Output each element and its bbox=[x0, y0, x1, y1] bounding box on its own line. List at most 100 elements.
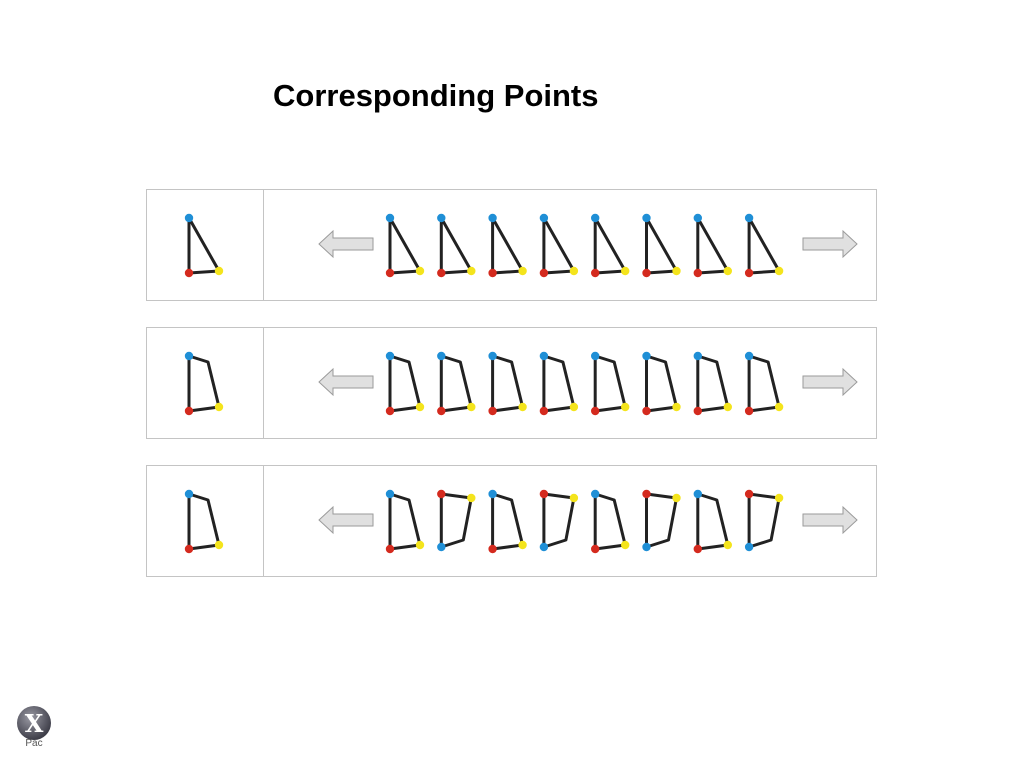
second-point-dot bbox=[744, 406, 754, 416]
sequence-figure-6 bbox=[642, 489, 681, 552]
quad-outline bbox=[593, 492, 627, 551]
first-point-dot bbox=[385, 489, 395, 499]
second-point-dot bbox=[693, 544, 702, 554]
second-point-dot bbox=[642, 489, 651, 499]
second-point-dot bbox=[437, 406, 446, 416]
third-point-dot bbox=[723, 402, 732, 412]
triangle-outline bbox=[696, 216, 730, 275]
second-point-dot bbox=[539, 406, 549, 416]
quad-outline bbox=[645, 492, 678, 549]
page-title: Corresponding Points bbox=[273, 78, 599, 113]
first-point-dot bbox=[385, 351, 395, 361]
first-point-dot bbox=[437, 213, 446, 223]
third-point-dot bbox=[723, 266, 732, 276]
first-point-dot bbox=[488, 351, 497, 361]
triangle-outline bbox=[187, 216, 221, 275]
panel-divider bbox=[263, 190, 264, 300]
sequence-figure-3 bbox=[488, 489, 527, 554]
quad-outline bbox=[747, 354, 781, 413]
second-point-dot bbox=[437, 268, 446, 278]
panel-divider bbox=[263, 466, 264, 576]
second-point-dot bbox=[488, 268, 497, 278]
triangle-outline bbox=[593, 216, 627, 275]
first-point-dot bbox=[184, 213, 194, 223]
third-point-dot bbox=[467, 493, 476, 503]
third-point-dot bbox=[569, 402, 579, 412]
quad-outline bbox=[187, 354, 221, 413]
second-point-dot bbox=[437, 489, 446, 499]
sequence-figure-1 bbox=[385, 213, 425, 278]
second-point-dot bbox=[184, 406, 194, 416]
triangle-outline bbox=[542, 216, 576, 275]
third-point-dot bbox=[774, 493, 784, 503]
arrow-left-icon bbox=[318, 505, 374, 535]
sequence-figure-8 bbox=[744, 213, 784, 278]
first-point-dot bbox=[539, 351, 549, 361]
reference-figure-0 bbox=[184, 213, 224, 278]
quad-outline bbox=[593, 354, 627, 413]
triangle-outline bbox=[645, 216, 678, 275]
second-point-dot bbox=[744, 268, 754, 278]
first-point-dot bbox=[642, 213, 651, 223]
second-point-dot bbox=[184, 544, 194, 554]
first-point-dot bbox=[539, 542, 549, 552]
quad-outline bbox=[491, 492, 525, 551]
quad-outline bbox=[388, 354, 422, 413]
panel-quad-row bbox=[146, 327, 877, 439]
quad-outline bbox=[439, 492, 473, 549]
first-point-dot bbox=[744, 213, 754, 223]
third-point-dot bbox=[415, 540, 425, 550]
sequence-figure-5 bbox=[591, 351, 630, 416]
logo-label: Pac bbox=[25, 738, 43, 749]
sequence-figure-5 bbox=[591, 489, 630, 554]
quad-outline bbox=[187, 492, 221, 551]
arrow-left-icon bbox=[318, 367, 374, 397]
sequence-figure-3 bbox=[488, 213, 527, 278]
third-point-dot bbox=[518, 540, 527, 550]
sequence-figure-4 bbox=[539, 489, 579, 552]
quad-outline bbox=[747, 492, 781, 549]
second-point-dot bbox=[591, 406, 600, 416]
second-point-dot bbox=[539, 489, 549, 499]
quad-outline bbox=[696, 354, 730, 413]
diagram-quad-row bbox=[184, 351, 858, 416]
arrow-right-icon bbox=[802, 505, 858, 535]
first-point-dot bbox=[591, 489, 600, 499]
quad-outline bbox=[696, 492, 730, 551]
sequence-figure-6 bbox=[642, 351, 681, 416]
third-point-dot bbox=[621, 402, 630, 412]
first-point-dot bbox=[184, 489, 194, 499]
second-point-dot bbox=[591, 268, 600, 278]
first-point-dot bbox=[693, 489, 702, 499]
third-point-dot bbox=[723, 540, 732, 550]
sequence-figure-1 bbox=[385, 351, 425, 416]
first-point-dot bbox=[488, 489, 497, 499]
second-point-dot bbox=[539, 268, 549, 278]
sequence-figure-6 bbox=[642, 213, 681, 278]
second-point-dot bbox=[488, 544, 497, 554]
third-point-dot bbox=[621, 266, 630, 276]
diagram-triangle-row bbox=[184, 213, 858, 278]
first-point-dot bbox=[539, 213, 549, 223]
second-point-dot bbox=[693, 268, 702, 278]
first-point-dot bbox=[693, 213, 702, 223]
quad-outline bbox=[645, 354, 678, 413]
third-point-dot bbox=[569, 266, 579, 276]
sequence-figure-7 bbox=[693, 351, 732, 416]
panel-triangle-row bbox=[146, 189, 877, 301]
first-point-dot bbox=[437, 351, 446, 361]
second-point-dot bbox=[693, 406, 702, 416]
quad-outline bbox=[388, 492, 422, 551]
sequence-figure-2 bbox=[437, 489, 476, 552]
sequence-figure-3 bbox=[488, 351, 527, 416]
second-point-dot bbox=[744, 489, 754, 499]
quad-outline bbox=[439, 354, 473, 413]
first-point-dot bbox=[184, 351, 194, 361]
third-point-dot bbox=[214, 540, 224, 550]
sequence-figure-8 bbox=[744, 489, 784, 552]
quad-outline bbox=[542, 354, 576, 413]
third-point-dot bbox=[467, 266, 476, 276]
first-point-dot bbox=[488, 213, 497, 223]
second-point-dot bbox=[591, 544, 600, 554]
first-point-dot bbox=[591, 351, 600, 361]
